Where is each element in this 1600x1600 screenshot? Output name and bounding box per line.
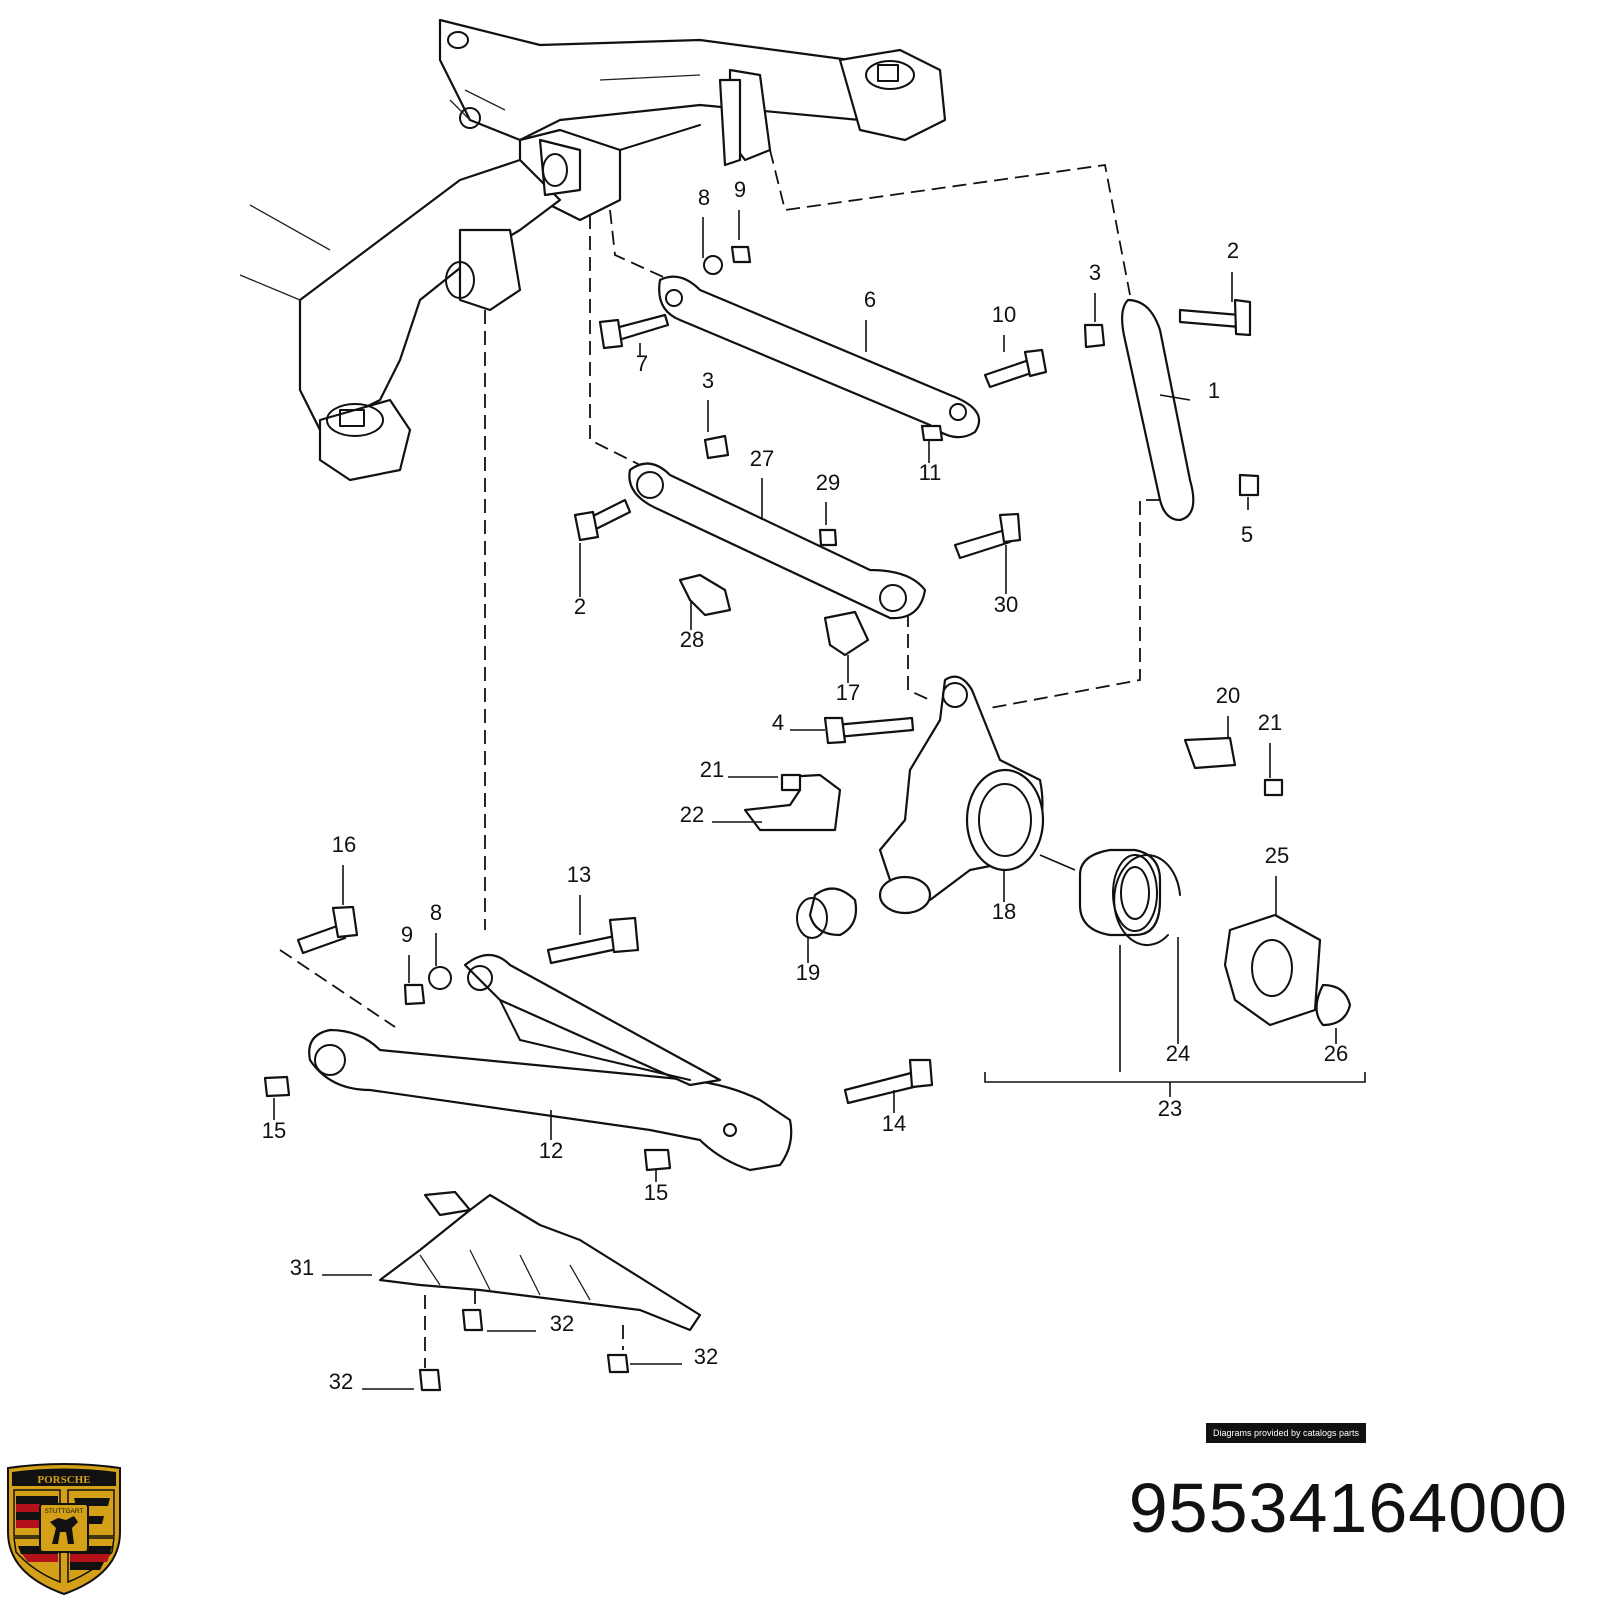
part-label-2: 2 bbox=[1227, 238, 1239, 263]
diagram-credit: Diagrams provided by catalogs parts bbox=[1206, 1423, 1366, 1443]
toe-link bbox=[1083, 298, 1260, 522]
part-label-5: 5 bbox=[1241, 522, 1253, 547]
part-label-15: 15 bbox=[644, 1180, 668, 1205]
part-label-32: 32 bbox=[329, 1369, 353, 1394]
rear-subframe bbox=[239, 18, 947, 482]
part-label-28: 28 bbox=[680, 627, 704, 652]
wheel-bearing-hub bbox=[1078, 848, 1352, 1027]
part-label-2: 2 bbox=[574, 594, 586, 619]
part-label-25: 25 bbox=[1265, 843, 1289, 868]
part-label-32: 32 bbox=[694, 1344, 718, 1369]
part-label-24: 24 bbox=[1166, 1041, 1190, 1066]
lower-control-link bbox=[573, 434, 1022, 657]
part-label-26: 26 bbox=[1324, 1041, 1348, 1066]
exploded-suspension-diagram: 1235678910113272923028174202121221613981… bbox=[239, 18, 1366, 1394]
part-label-32: 32 bbox=[550, 1311, 574, 1336]
part-label-9: 9 bbox=[401, 922, 413, 947]
part-label-12: 12 bbox=[539, 1138, 563, 1163]
part-label-30: 30 bbox=[994, 592, 1018, 617]
part-label-23: 23 bbox=[1158, 1096, 1182, 1121]
part-label-21: 21 bbox=[1258, 710, 1282, 735]
wheel-carrier bbox=[743, 675, 1284, 939]
part-label-27: 27 bbox=[750, 446, 774, 471]
part-label-8: 8 bbox=[698, 185, 710, 210]
part-number: 95534164000 bbox=[1128, 1469, 1568, 1547]
part-label-8: 8 bbox=[430, 900, 442, 925]
label-leader-lines bbox=[273, 210, 1366, 1390]
logo-text-top: PORSCHE bbox=[37, 1474, 90, 1486]
underbody-shield bbox=[378, 1190, 702, 1392]
part-label-20: 20 bbox=[1216, 683, 1240, 708]
logo-text-center: STUTTGART bbox=[45, 1508, 84, 1515]
part-label-13: 13 bbox=[567, 862, 591, 887]
part-label-31: 31 bbox=[290, 1255, 314, 1280]
part-label-16: 16 bbox=[332, 832, 356, 857]
part-label-18: 18 bbox=[992, 899, 1016, 924]
part-label-22: 22 bbox=[680, 802, 704, 827]
part-label-4: 4 bbox=[772, 710, 784, 735]
part-label-15: 15 bbox=[262, 1118, 286, 1143]
part-label-3: 3 bbox=[702, 368, 714, 393]
part-label-11: 11 bbox=[919, 460, 942, 485]
porsche-crest-logo: PORSCHE STUTTGART bbox=[7, 1463, 121, 1596]
part-label-1: 1 bbox=[1208, 378, 1220, 403]
part-label-19: 19 bbox=[796, 960, 820, 985]
part-label-14: 14 bbox=[882, 1111, 906, 1136]
upper-control-link bbox=[598, 245, 1048, 442]
part-label-7: 7 bbox=[636, 351, 648, 376]
part-label-3: 3 bbox=[1089, 260, 1101, 285]
part-label-29: 29 bbox=[816, 470, 840, 495]
part-label-17: 17 bbox=[836, 680, 860, 705]
part-label-6: 6 bbox=[864, 287, 876, 312]
part-label-21: 21 bbox=[700, 757, 724, 782]
part-label-9: 9 bbox=[734, 177, 746, 202]
lower-wishbone bbox=[263, 905, 934, 1172]
assembly-guide-lines bbox=[279, 149, 1160, 1028]
part-label-10: 10 bbox=[992, 302, 1016, 327]
